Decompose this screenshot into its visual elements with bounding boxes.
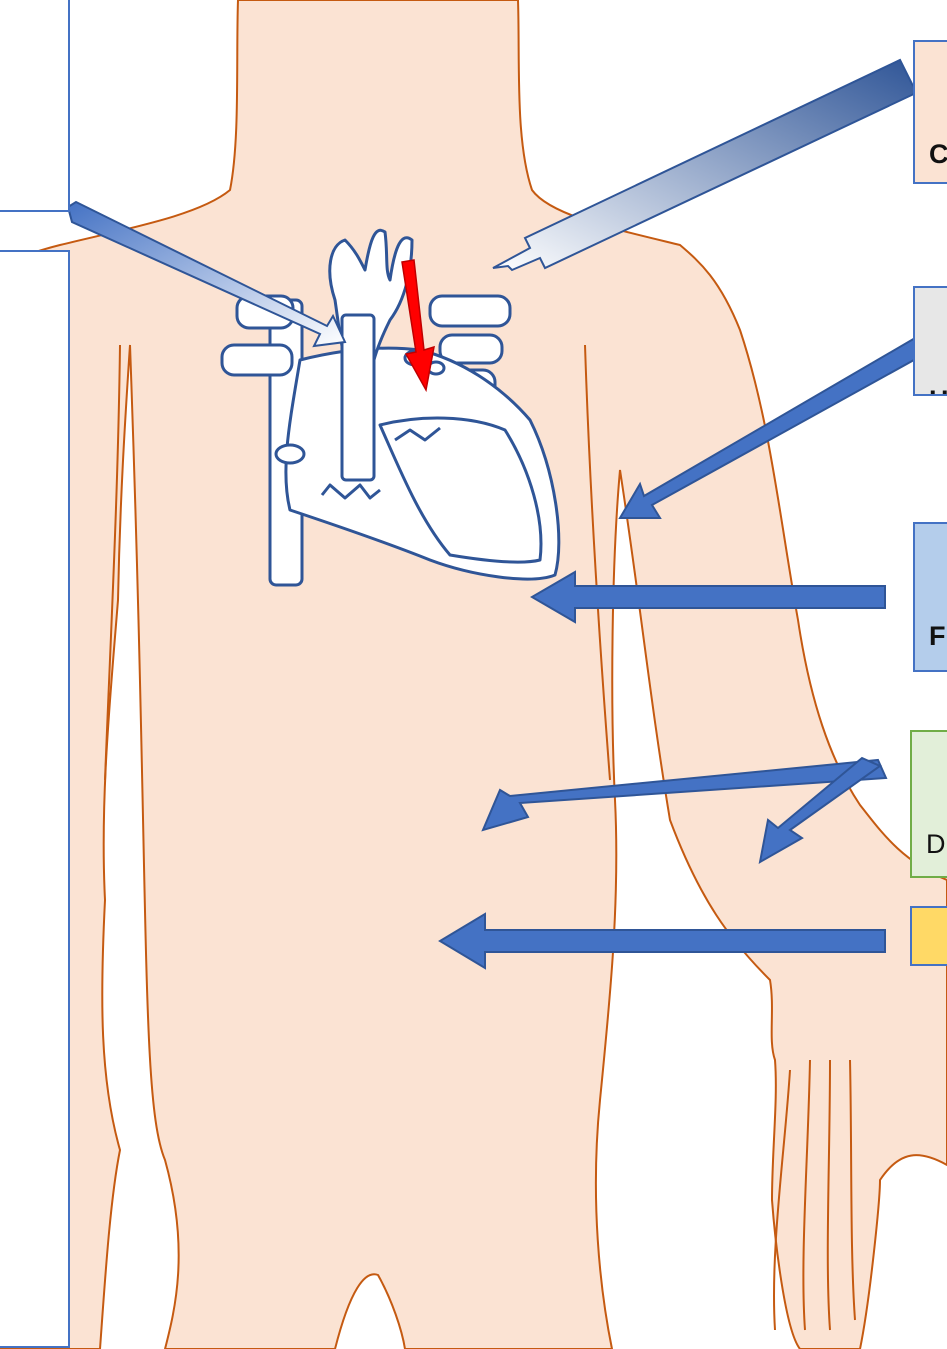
callout-heart-line-1: H xyxy=(929,378,947,396)
left-top-box xyxy=(0,0,70,212)
callout-fluid: F i ( xyxy=(913,522,947,672)
callout-fluid-line-1: F xyxy=(929,614,947,658)
callout-chest-line-1: C xyxy=(929,132,947,176)
callout-weight: D w c xyxy=(910,730,947,878)
callout-weight-line-1: D xyxy=(926,822,947,866)
ascending-aorta xyxy=(342,315,374,480)
callout-w: W xyxy=(910,906,947,966)
valve-left xyxy=(276,445,304,463)
left-main-box xyxy=(0,250,70,1348)
callout-heart: H t xyxy=(913,286,947,396)
callout-chest: C s - xyxy=(913,40,947,184)
arrow-chest xyxy=(493,60,918,270)
pulmonary-artery-right xyxy=(430,296,510,326)
pulmonary-vein-left xyxy=(222,345,292,375)
